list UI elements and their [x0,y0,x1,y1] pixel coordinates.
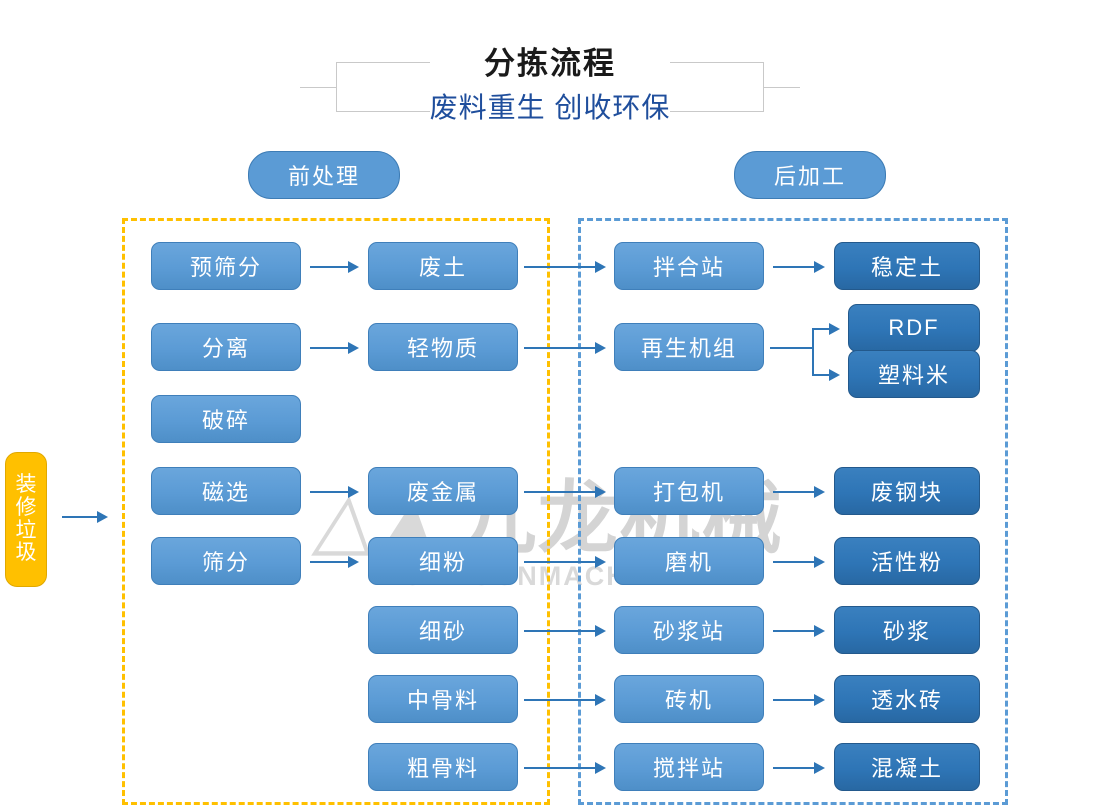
node-pre-output-4[interactable]: 细砂 [368,606,518,654]
title-decoration-line-left [300,87,337,88]
arrow-head-icon [348,556,359,568]
node-post-output-4-label: 活性粉 [870,550,943,575]
node-pre-process-0[interactable]: 预筛分 [151,242,301,290]
node-post-process-2[interactable]: 打包机 [614,467,764,515]
branch-vertical-bar [812,328,814,374]
node-pre-output-0-label: 废土 [418,255,467,280]
node-post-output-7[interactable]: 混凝土 [834,743,980,791]
node-post-process-1-label: 再生机组 [640,336,737,361]
node-post-output-6-label: 透水砖 [870,688,943,713]
node-pre-output-6-label: 粗骨料 [406,756,479,781]
arrow-head-icon [595,556,606,568]
node-post-process-0-label: 拌合站 [652,255,725,280]
input-node-char: 修 [15,495,37,519]
node-post-output-5[interactable]: 砂浆 [834,606,980,654]
node-post-process-4-label: 砂浆站 [652,619,725,644]
node-post-output-4[interactable]: 活性粉 [834,537,980,585]
arrow-head-icon [814,486,825,498]
node-pre-process-3[interactable]: 磁选 [151,467,301,515]
arrow-head-icon [348,486,359,498]
arrow-head-icon [595,625,606,637]
node-pre-output-1[interactable]: 轻物质 [368,323,518,371]
section-header-post-process[interactable]: 后加工 [734,151,886,199]
arrow-head-icon [348,261,359,273]
node-pre-process-2-label: 破碎 [201,408,250,433]
section-header-pre-process[interactable]: 前处理 [248,151,400,199]
arrow-head-icon [97,511,108,523]
node-pre-output-2-label: 废金属 [406,480,479,505]
node-post-output-2[interactable]: 塑料米 [848,350,980,398]
node-post-output-3-label: 废钢块 [870,480,943,505]
arrow-head-icon [814,261,825,273]
node-pre-output-5[interactable]: 中骨料 [368,675,518,723]
arrow-head-icon [595,486,606,498]
node-pre-output-1-label: 轻物质 [406,336,479,361]
arrow-head-icon [595,261,606,273]
node-pre-process-0-label: 预筛分 [189,255,262,280]
arrow-head-icon [814,625,825,637]
node-pre-process-2[interactable]: 破碎 [151,395,301,443]
node-pre-output-2[interactable]: 废金属 [368,467,518,515]
node-post-output-7-label: 混凝土 [870,756,943,781]
input-node-char: 垃 [15,518,37,542]
node-post-process-1[interactable]: 再生机组 [614,323,764,371]
arrow-head-icon [829,369,840,381]
node-post-process-0[interactable]: 拌合站 [614,242,764,290]
input-node-char: 圾 [15,541,37,565]
node-post-output-3[interactable]: 废钢块 [834,467,980,515]
node-post-process-3[interactable]: 磨机 [614,537,764,585]
node-pre-output-6[interactable]: 粗骨料 [368,743,518,791]
node-post-process-2-label: 打包机 [652,480,725,505]
page-subtitle: 废料重生 创收环保 [429,92,671,123]
arrow-head-icon [829,323,840,335]
title-decoration-mask [430,62,670,112]
node-pre-output-3-label: 细粉 [418,550,467,575]
arrow-head-icon [814,694,825,706]
node-post-output-1-label: RDF [888,315,940,340]
input-node-char: 装 [15,473,37,497]
node-pre-process-1-label: 分离 [201,336,250,361]
node-pre-output-4-label: 细砂 [418,619,467,644]
panel-post-process [578,218,1008,805]
arrow-head-icon [814,762,825,774]
node-post-process-4[interactable]: 砂浆站 [614,606,764,654]
node-pre-output-5-label: 中骨料 [406,688,479,713]
node-post-process-6[interactable]: 搅拌站 [614,743,764,791]
arrow-head-icon [595,762,606,774]
panel-pre-process [122,218,550,805]
node-post-output-2-label: 塑料米 [877,363,950,388]
node-post-process-5-label: 砖机 [664,688,713,713]
arrow-head-icon [595,694,606,706]
title-decoration-line-right [763,87,800,88]
node-post-process-5[interactable]: 砖机 [614,675,764,723]
node-pre-output-3[interactable]: 细粉 [368,537,518,585]
node-post-process-3-label: 磨机 [664,550,713,575]
node-pre-process-3-label: 磁选 [201,480,250,505]
page-title: 分拣流程 [484,46,616,81]
section-header-pre-label: 前处理 [287,164,360,189]
node-post-process-6-label: 搅拌站 [652,756,725,781]
section-header-post-label: 后加工 [773,164,846,189]
node-post-output-5-label: 砂浆 [882,619,931,644]
node-post-output-0[interactable]: 稳定土 [834,242,980,290]
arrow-head-icon [595,342,606,354]
node-post-output-1[interactable]: RDF [848,304,980,352]
node-pre-output-0[interactable]: 废土 [368,242,518,290]
arrow-head-icon [814,556,825,568]
node-post-output-0-label: 稳定土 [870,255,943,280]
node-pre-process-4[interactable]: 筛分 [151,537,301,585]
node-pre-process-1[interactable]: 分离 [151,323,301,371]
node-post-output-6[interactable]: 透水砖 [834,675,980,723]
node-pre-process-4-label: 筛分 [201,550,250,575]
input-node-construction-waste[interactable]: 装修垃圾 [5,452,47,587]
arrow-head-icon [348,342,359,354]
